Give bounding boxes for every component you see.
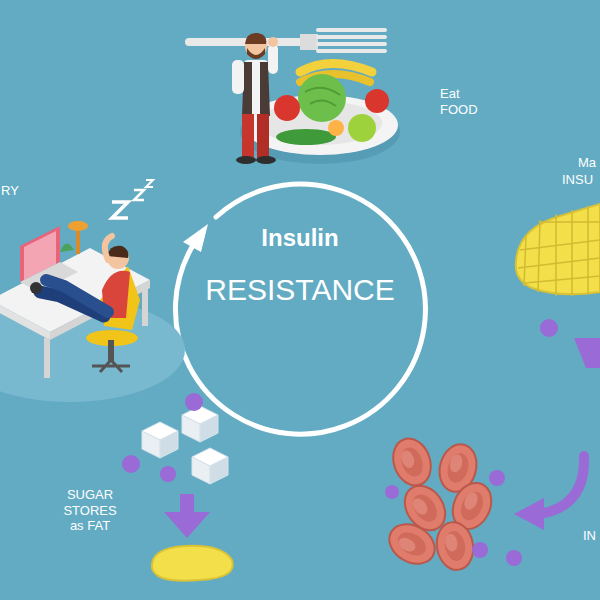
step-label: INSU [562,172,600,188]
step-label: Eat FOOD [440,86,486,117]
cells-illustration [382,433,584,572]
sugar-fat-illustration [122,393,233,581]
sedentary-illustration [0,221,185,402]
step-label: SUGAR STORES as FAT [58,487,122,534]
eat-food-illustration [185,30,400,164]
title-word: RESISTANCE [170,272,430,308]
step-label: Ma [578,155,600,171]
cycle-arrow [175,184,425,434]
title-word: Insulin [200,224,400,253]
pancreas-illustration [516,204,600,368]
sleep-symbol [112,180,153,218]
step-label: IN [583,528,600,544]
step-label: RY [1,183,31,199]
